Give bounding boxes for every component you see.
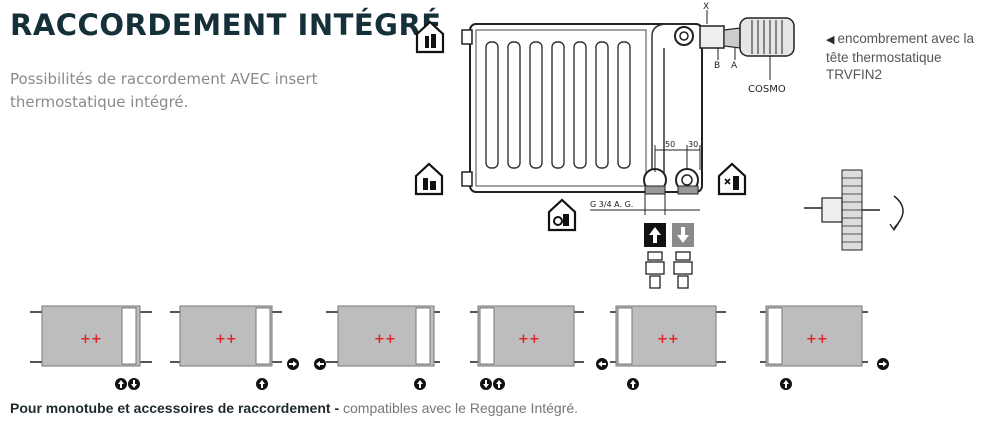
connector-fittings	[645, 251, 693, 289]
thread-label: G 3/4 A. G.	[590, 200, 633, 209]
svg-text:++: ++	[806, 332, 828, 347]
label-b: B	[714, 61, 720, 71]
svg-text:++: ++	[657, 332, 679, 347]
house-valve-icon	[415, 20, 445, 54]
variant-5: ++	[596, 305, 726, 390]
svg-text:++: ++	[80, 332, 102, 347]
footer-bold: Pour monotube et accessoires de raccorde…	[10, 400, 340, 416]
svg-text:++: ++	[518, 332, 540, 347]
triangle-left-icon: ◀	[826, 34, 835, 46]
footer-note: Pour monotube et accessoires de raccorde…	[10, 400, 578, 416]
variant-2: ++	[170, 305, 299, 390]
variant-3: ++	[314, 305, 440, 390]
svg-text:++: ++	[215, 332, 237, 347]
dimension-50: 50	[665, 140, 675, 149]
house-tools-icon	[414, 162, 444, 196]
page-title: RACCORDEMENT INTÉGRÉ	[10, 8, 442, 42]
side-note: ◀encombrement avec la tête thermostatiqu…	[826, 30, 992, 83]
page-subtitle: Possibilités de raccordement AVEC insert…	[10, 70, 318, 111]
side-note-text: encombrement avec la tête thermostatique…	[826, 31, 975, 82]
label-a: A	[731, 61, 738, 71]
svg-text:++: ++	[374, 332, 396, 347]
house-gear-icon	[547, 198, 577, 232]
variant-4: ++	[470, 305, 584, 390]
variant-1: ++	[30, 305, 152, 390]
flow-up-icon	[644, 223, 666, 247]
flow-down-icon	[672, 223, 694, 247]
footer-rest: compatibles avec le Reggane Intégré.	[339, 400, 579, 416]
variant-6: ++	[760, 305, 889, 390]
house-x-valve-icon	[717, 162, 747, 196]
label-cosmo: COSMO	[748, 84, 786, 95]
thermostatic-head-side-view	[804, 169, 904, 251]
main-radiator-drawing	[461, 10, 795, 215]
label-x: X	[703, 2, 709, 12]
dimension-30: 30	[688, 140, 698, 149]
